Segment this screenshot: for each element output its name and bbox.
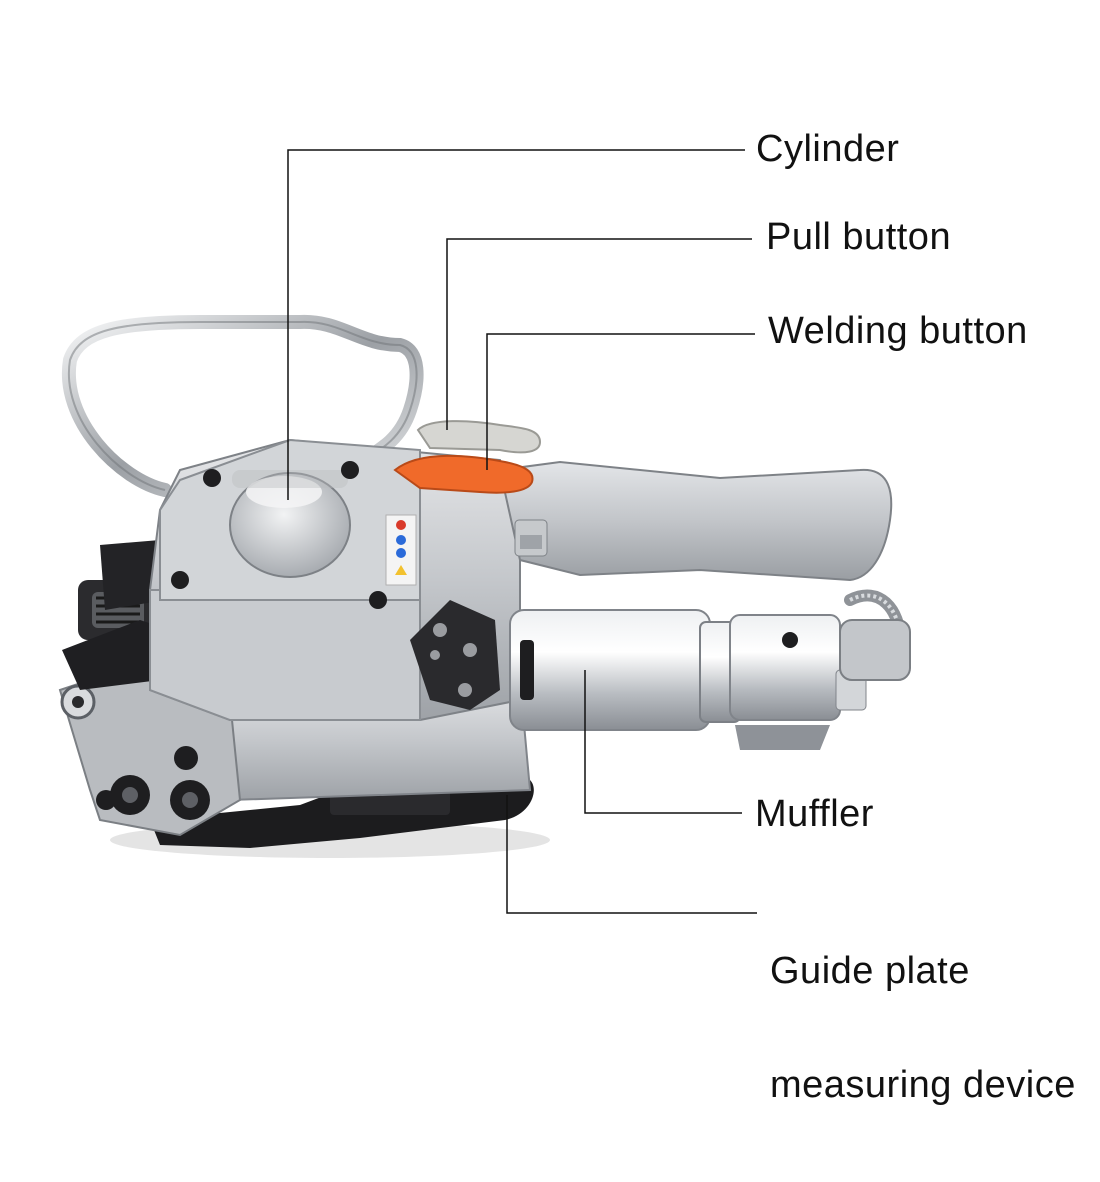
- welding-button-icon: [393, 454, 534, 494]
- muffler-body: [509, 609, 711, 731]
- callout-guide-line2: measuring device: [770, 1064, 1076, 1106]
- callout-pull-button: Pull button: [766, 216, 952, 258]
- callout-muffler: Muffler: [755, 793, 874, 835]
- callout-welding-button: Welding button: [768, 310, 1028, 352]
- pistol-grip: [498, 460, 893, 582]
- callout-guide-line1: Guide plate: [770, 950, 970, 992]
- pull-button-icon: [416, 420, 542, 454]
- strapping-tool-illustration: [58, 149, 911, 914]
- diagram-stage: Cylinder Pull button Welding button Muff…: [58, 128, 1075, 1104]
- callout-guide-plate: Guide plate measuring device: [770, 876, 1076, 1180]
- callout-cylinder: Cylinder: [756, 128, 900, 170]
